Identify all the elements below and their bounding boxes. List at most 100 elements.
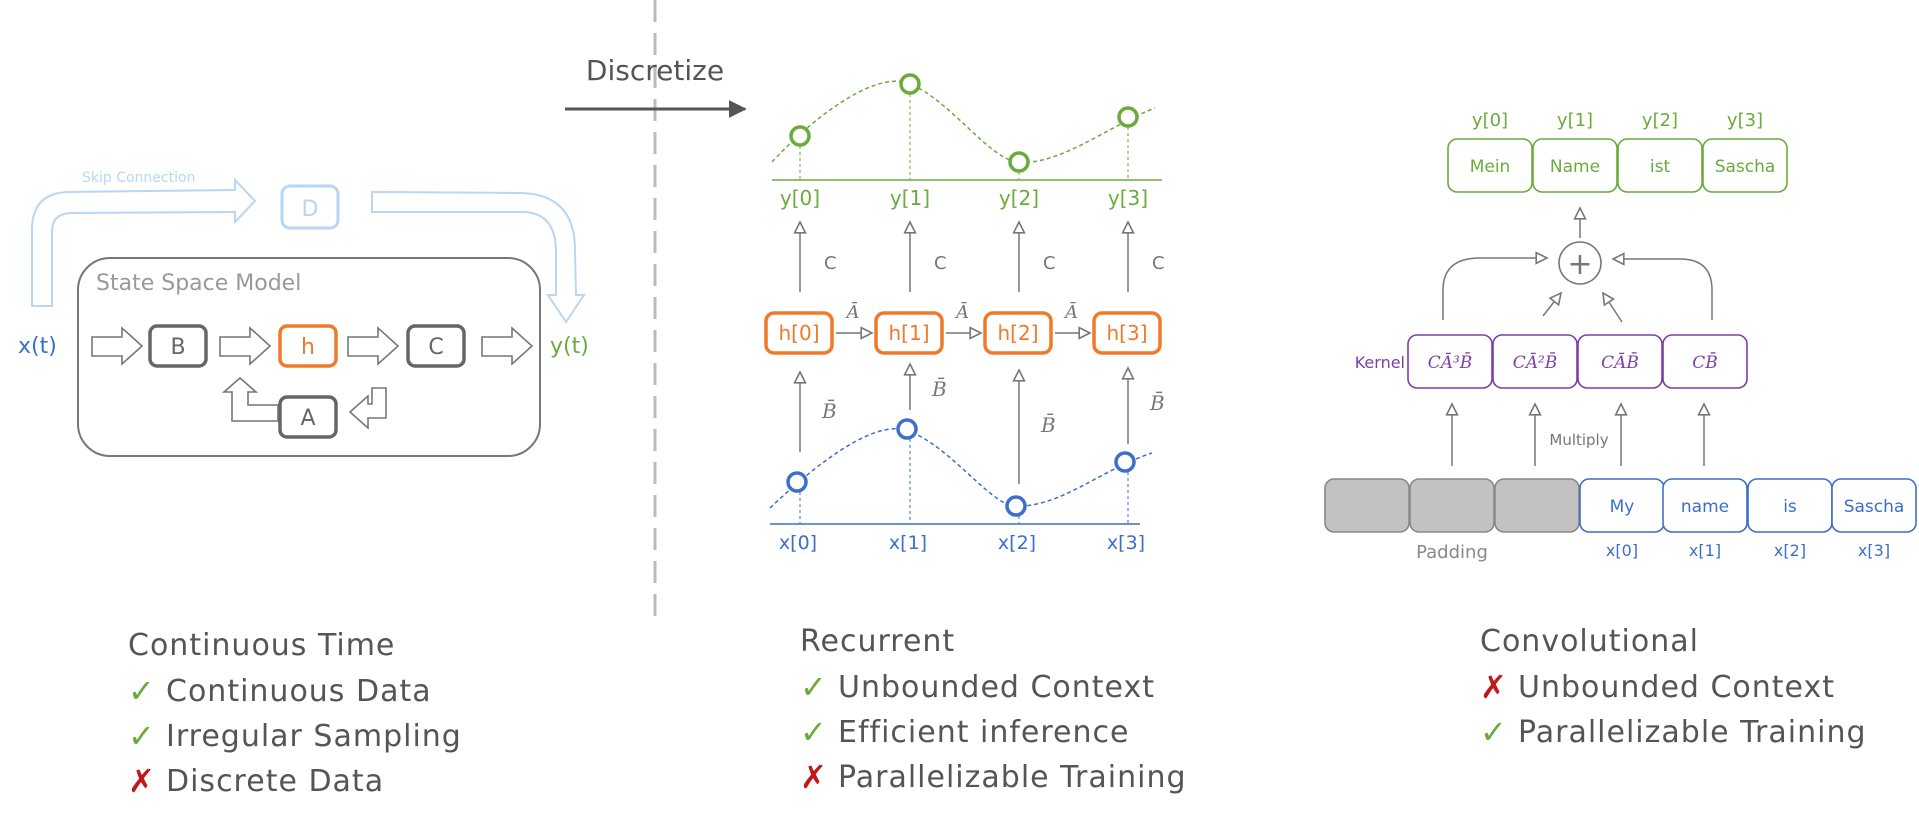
input-token-label: My [1610,497,1635,517]
c-arrow-label: C [824,253,837,274]
a-bar-label: Ā [1063,300,1078,323]
input-index-label: x[1] [1689,541,1721,560]
input-token-cell [1662,478,1748,533]
input-token-cell [1831,478,1917,533]
check-icon: ✓ [128,717,156,755]
flow-arrow [481,326,534,366]
c-arrow-label: C [934,253,947,274]
kernel-cell [1662,334,1748,389]
summary-title: Continuous Time [128,628,396,663]
summary-item: ✗Unbounded Context [1480,665,1867,710]
kernel-arrow-1 [1542,293,1561,317]
output-token-cell [1617,138,1703,193]
kernel-arrow-0 [1442,258,1547,320]
flow-arrow [219,326,272,366]
summary-item-text: Discrete Data [166,764,385,799]
padding-cell [1494,478,1580,533]
d-label: D [302,197,319,222]
output-index-label: y[2] [999,186,1039,210]
feedback-arrow-right [348,387,387,430]
check-icon: ✓ [800,668,828,706]
summary-item: ✓Irregular Sampling [128,714,462,759]
summary-item: ✓ Continuous Data [128,669,462,714]
kernel-cell [1407,334,1493,389]
summary-item-text: Parallelizable Training [838,760,1187,795]
output-index-label: y[0] [780,186,820,210]
skip-connection-label: Skip Connection [82,170,195,186]
d-block [280,184,340,230]
kernel-label: Kernel [1355,353,1405,372]
flow-arrow [91,326,144,366]
hidden-state-block [1092,311,1162,355]
recurrent-diagram: y[0]Cy[1]Cy[2]Cy[3]Ch[0]Āh[1]Āh[2]Āh[3]B… [764,73,1165,554]
summary-recurrent: Recurrent ✓ Unbounded Context ✓Efficient … [800,624,1187,800]
output-token-cell [1532,138,1618,193]
kernel-arrow-2 [1603,293,1623,323]
input-token-label: Sascha [1844,497,1905,517]
c-label: C [428,335,443,360]
input-index-label: x[3] [1858,541,1890,560]
summary-item: ✓Parallelizable Training [1480,710,1867,755]
output-sample-point [1008,151,1030,173]
summary-title: Convolutional [1480,624,1699,659]
input-sample-point [1005,495,1027,517]
c-arrow-label: C [1152,253,1165,274]
hidden-state-label: h[3] [1106,321,1147,345]
input-index-label: x[2] [998,532,1036,554]
input-index-label: x[3] [1107,532,1145,554]
kernel-arrow-3 [1613,259,1713,320]
check-icon: ✓ [1480,713,1508,751]
input-index-label: x[0] [1606,541,1638,560]
sum-node [1558,241,1602,285]
feedback-arrow-left [221,376,279,422]
input-token-label: name [1681,497,1729,517]
convolutional-diagram: + Kernel Multiply Padding y[0]Meiny[1]Na… [1324,110,1917,563]
b-bar-label: B̄ [1149,390,1165,415]
c-arrow-label: C [1043,253,1056,274]
input-token-label: is [1783,497,1797,517]
output-index-label: y[0] [1472,110,1508,131]
b-bar-label: B̄ [1040,412,1056,437]
summary-item-text: Efficient inference [838,715,1130,750]
h-block [278,324,338,368]
summary-title: Recurrent [800,624,956,659]
multiply-label: Multiply [1549,431,1608,449]
ssm-container [77,257,541,457]
skip-connection-arrow [31,177,257,307]
hidden-state-block [764,311,834,355]
input-sample-point [786,471,808,493]
b-block [148,324,208,368]
summary-item: ✗ Discrete Data [128,759,462,804]
discretize-label: Discretize [586,54,724,87]
input-index-label: x[2] [1774,541,1806,560]
padding-cell [1409,478,1495,533]
skip-output-arrow [371,190,586,324]
hidden-state-block [874,311,944,355]
cross-icon: ✗ [128,762,156,800]
c-block [406,324,466,368]
output-index-label: y[1] [890,186,930,210]
summary-item-text: Unbounded Context [838,670,1155,705]
a-label: A [300,406,315,431]
output-sample-point [899,73,921,95]
output-sample-point [789,125,811,147]
check-icon: ✓ [128,672,156,710]
output-token-cell [1447,138,1533,193]
cross-icon: ✗ [800,758,828,796]
summary-item-text: Continuous Data [166,674,432,709]
input-index-label: x[0] [779,532,817,554]
a-bar-label: Ā [845,300,860,323]
input-xt-label: x(t) [18,334,57,359]
a-block [278,395,338,439]
summary-item: ✓Efficient inference [800,710,1187,755]
continuous-time-diagram: Skip Connection D State Space Model x(t)… [18,170,589,457]
output-index-label: y[3] [1108,186,1148,210]
flow-arrow [347,326,400,366]
cross-icon: ✗ [1480,668,1508,706]
hidden-state-block [983,311,1053,355]
kernel-term-label: CĀB̄ [1601,351,1639,373]
kernel-cell [1492,334,1578,389]
summary-convolutional: Convolutional ✗Unbounded Context ✓Parall… [1480,624,1867,755]
flow-arrows [91,326,534,430]
